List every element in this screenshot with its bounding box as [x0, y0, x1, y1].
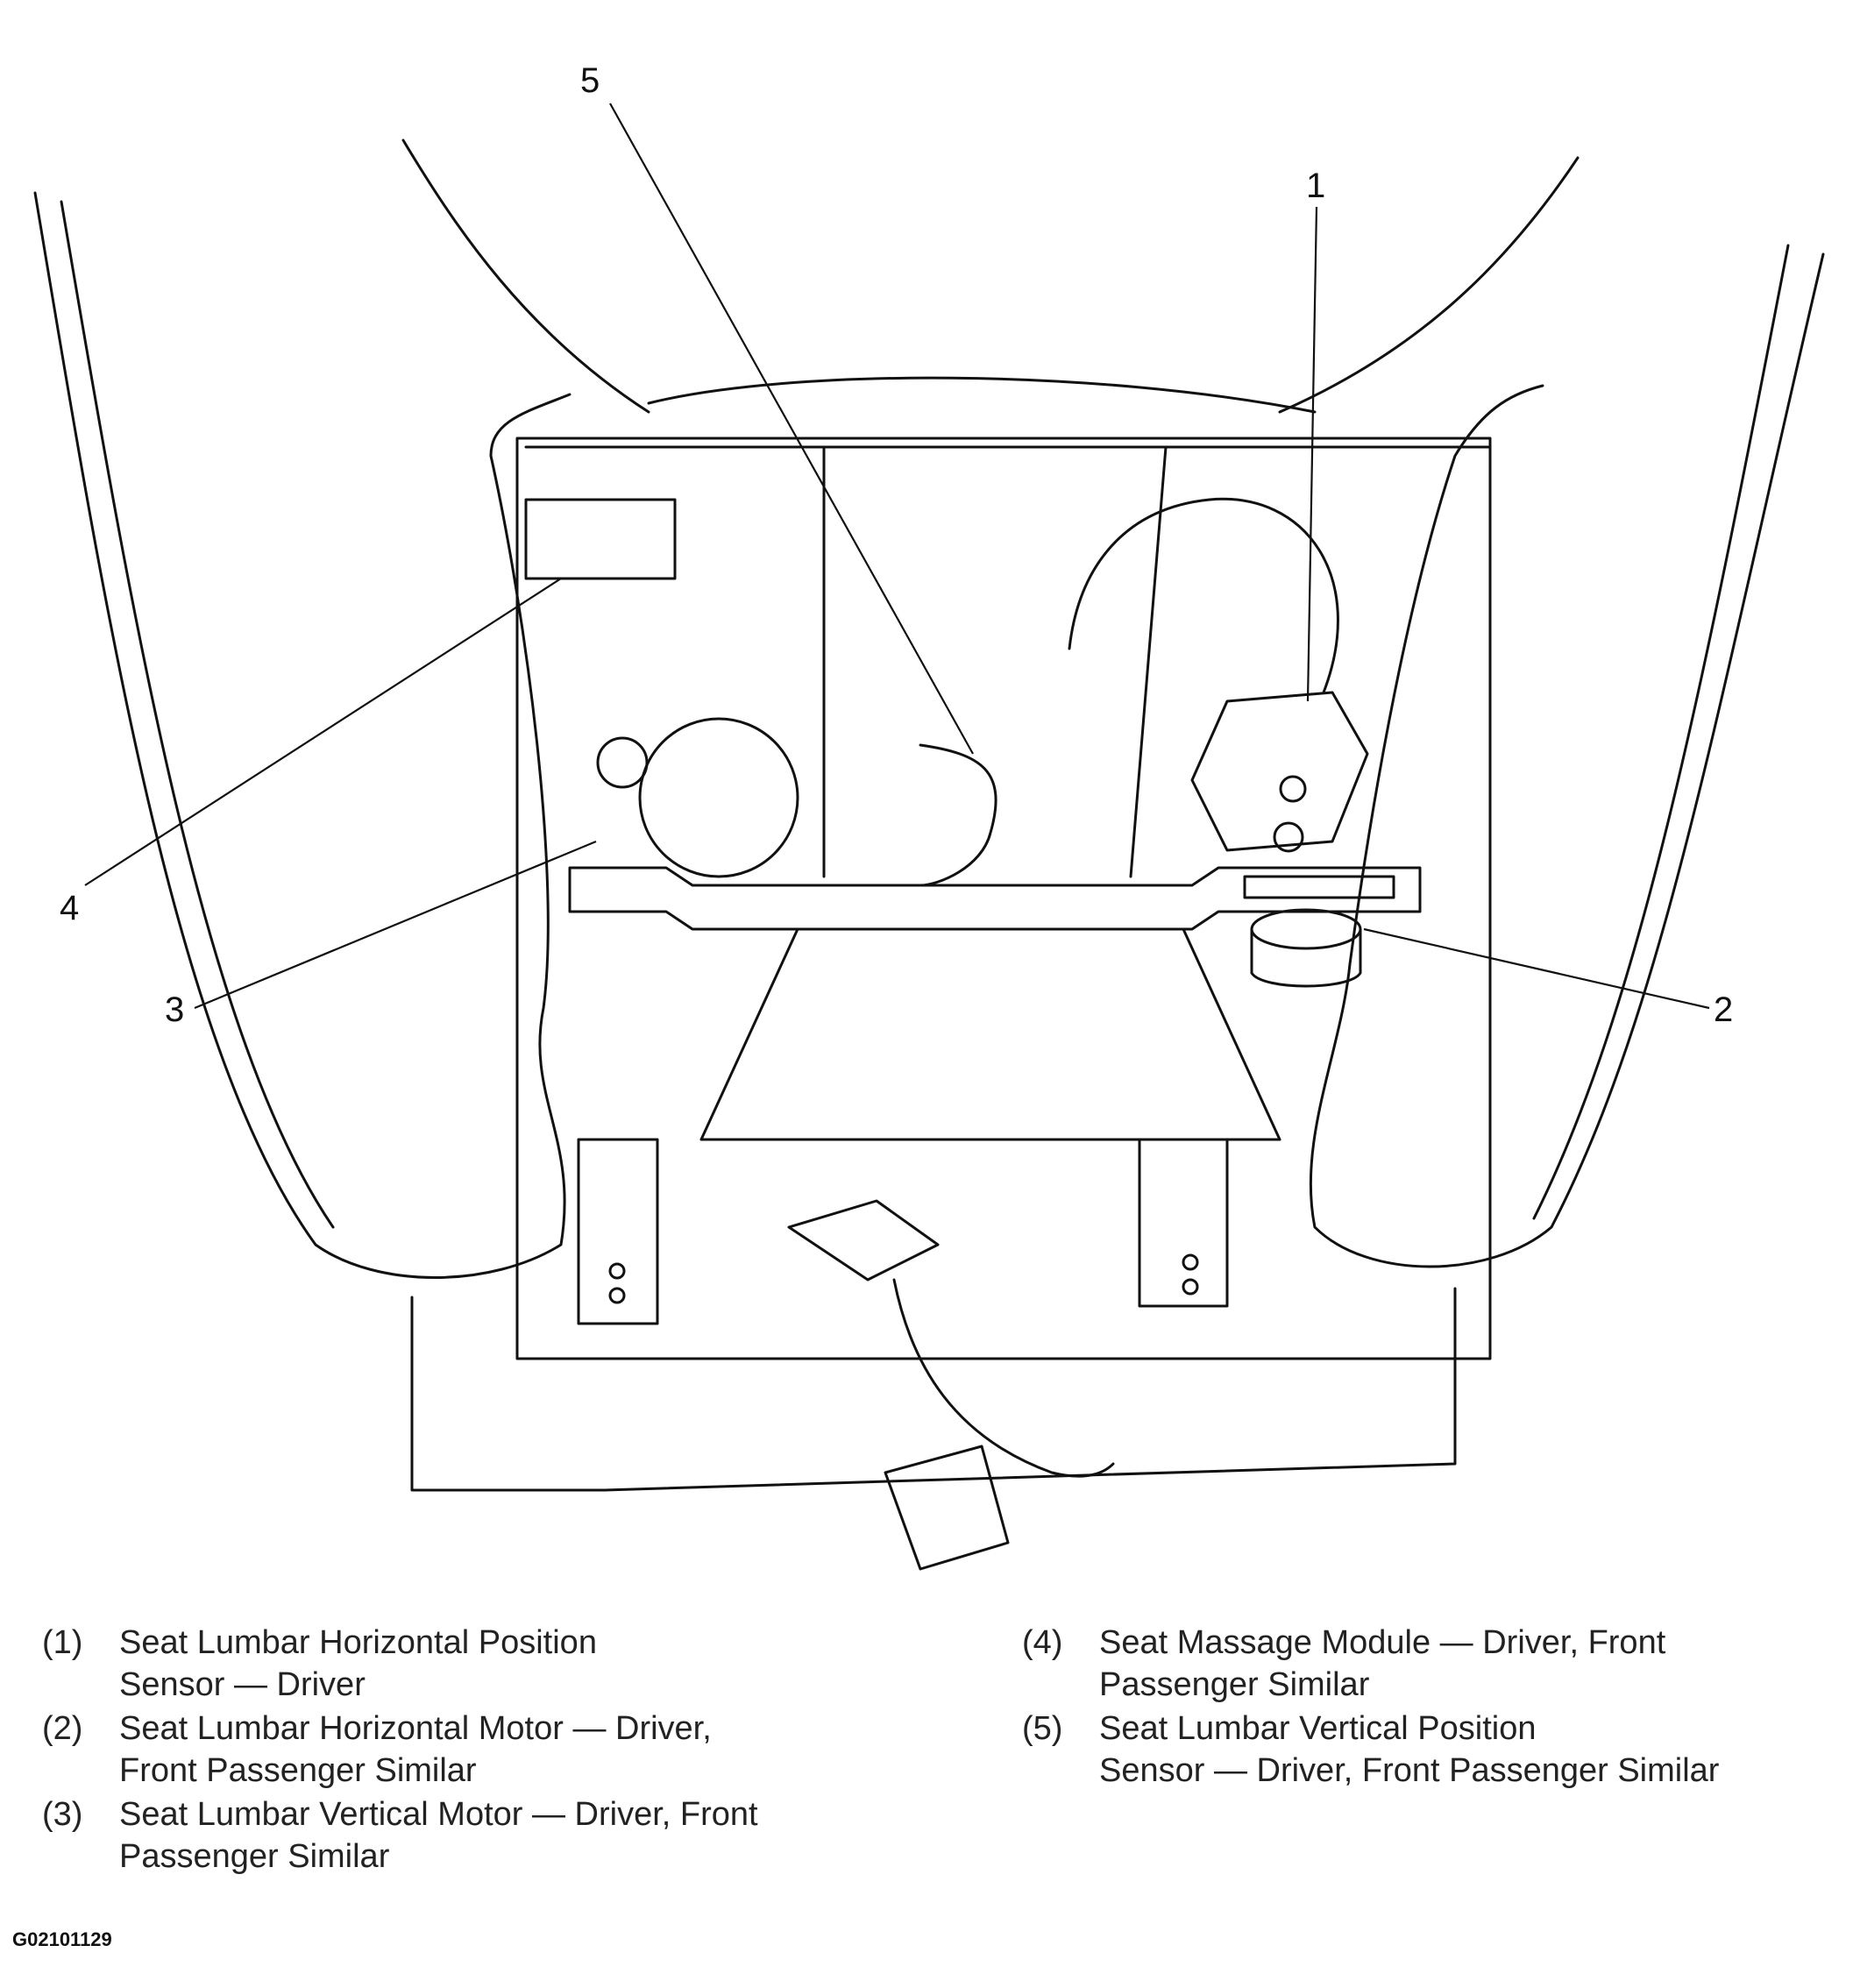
legend-item-4: (4) Seat Massage Module — Driver, Front …	[1022, 1622, 1855, 1709]
leader-line-4	[84, 578, 562, 886]
legend: (1) Seat Lumbar Horizontal Position Sens…	[0, 1613, 1860, 1946]
legend-num: (4)	[1022, 1624, 1063, 1661]
callout-4: 4	[60, 889, 80, 927]
harness-lower-plug	[884, 1445, 1010, 1571]
leader-line-3	[194, 840, 597, 1010]
legend-item-1: (1) Seat Lumbar Horizontal Position Sens…	[42, 1622, 901, 1709]
legend-text: Seat Lumbar Vertical Motor — Driver, Fro…	[119, 1796, 758, 1875]
leader-line-1	[1306, 206, 1318, 702]
seat-base	[410, 1287, 1457, 1492]
seat-track-right	[1138, 1138, 1229, 1308]
callout-3: 3	[165, 990, 185, 1029]
legend-item-2: (2) Seat Lumbar Horizontal Motor — Drive…	[42, 1708, 901, 1795]
legend-text: Seat Lumbar Vertical Position Sensor — D…	[1099, 1710, 1720, 1789]
lower-plate	[699, 927, 1281, 1141]
harness-wires	[892, 1278, 1115, 1478]
horizontal-motor-top	[1250, 908, 1362, 950]
horizontal-cross-bar	[568, 866, 1422, 931]
sensor-wire-loop	[1068, 497, 1339, 694]
legend-text: Seat Lumbar Horizontal Position Sensor —…	[119, 1624, 597, 1703]
harness-connector	[787, 1199, 940, 1282]
vertical-motor-cap	[596, 736, 649, 789]
seat-back-right-bolster	[1309, 252, 1825, 1268]
legend-item-5: (5) Seat Lumbar Vertical Position Sensor…	[1022, 1708, 1855, 1795]
seat-back-right-edge	[1532, 244, 1790, 1220]
rail-right	[1129, 445, 1168, 878]
seat-track-left	[577, 1138, 659, 1325]
horizontal-position-sensor	[1190, 691, 1369, 852]
legend-num: (5)	[1022, 1710, 1063, 1747]
sensor-hole-a	[1279, 775, 1307, 803]
top-arc	[647, 376, 1317, 414]
leader-line-2	[1363, 927, 1710, 1010]
legend-item-3: (3) Seat Lumbar Vertical Motor — Driver,…	[42, 1793, 901, 1881]
legend-text: Seat Lumbar Horizontal Motor — Driver, F…	[119, 1710, 712, 1789]
horizontal-motor-body	[1250, 927, 1362, 988]
legend-num: (1)	[42, 1624, 83, 1661]
callout-2: 2	[1714, 990, 1734, 1029]
headrest-curve-right	[1278, 156, 1580, 414]
vertical-sensor-wire	[919, 743, 997, 887]
headrest-curve-left	[401, 138, 650, 414]
sensor-hole-b	[1273, 821, 1304, 853]
seat-back-left-edge	[60, 200, 335, 1229]
inner-frame	[515, 437, 1492, 1360]
seat-back-left-bolster	[33, 191, 571, 1279]
legend-num: (3)	[42, 1796, 83, 1833]
vertical-motor-body	[638, 717, 799, 878]
legend-num: (2)	[42, 1710, 83, 1747]
callout-5: 5	[580, 61, 600, 100]
figure-id: G02101129	[12, 1928, 112, 1950]
legend-text: Seat Massage Module — Driver, Front Pass…	[1099, 1624, 1666, 1703]
seat-lumbar-diagram	[33, 103, 1825, 1571]
callout-1: 1	[1306, 167, 1326, 205]
cross-bar-slot	[1243, 875, 1395, 899]
leader-line-5	[609, 103, 974, 755]
massage-module	[524, 498, 677, 580]
